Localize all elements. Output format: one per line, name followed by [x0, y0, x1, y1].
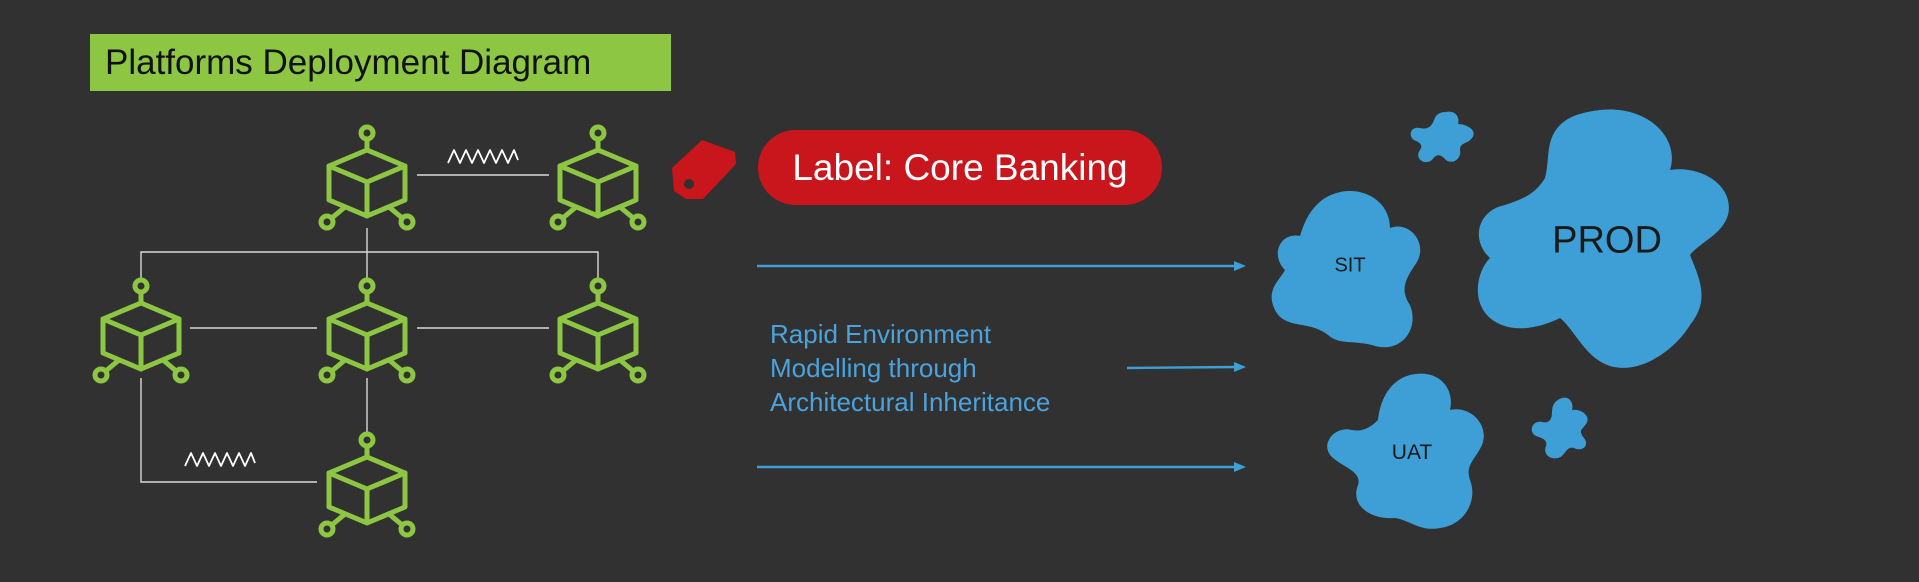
caption-text: Rapid Environment Modelling through Arch…: [770, 317, 1130, 419]
network-cube-icon: [95, 280, 187, 381]
network-cube-icon: [321, 280, 413, 381]
arrows: [757, 261, 1246, 472]
splash-blob-icon: [1271, 190, 1421, 348]
splash-blob-icon: [1531, 397, 1588, 459]
network-cube-icon: [552, 280, 644, 381]
core-banking-label-pill: Label: Core Banking: [758, 130, 1162, 205]
splash-blob-icon: [1477, 109, 1729, 368]
zigzag-link-icon: [447, 149, 519, 164]
network-cube-icon: [321, 127, 413, 228]
caption-line: Rapid Environment: [770, 319, 992, 349]
caption-line: Modelling through: [770, 353, 977, 383]
network-cube-icon: [321, 434, 413, 535]
env-label-prod: PROD: [1552, 219, 1662, 262]
env-label-uat: UAT: [1391, 441, 1433, 464]
connector-lines: [140, 174, 599, 483]
zigzag-link-icon: [184, 452, 256, 467]
network-cube-icon: [552, 127, 644, 228]
splash-blob-icon: [1327, 373, 1484, 529]
splash-blob-icon: [1410, 111, 1474, 163]
price-tag-icon: [672, 140, 736, 199]
env-label-sit: SIT: [1334, 254, 1366, 277]
caption-line: Architectural Inheritance: [770, 387, 1051, 417]
diagram-title: Platforms Deployment Diagram: [90, 34, 671, 91]
